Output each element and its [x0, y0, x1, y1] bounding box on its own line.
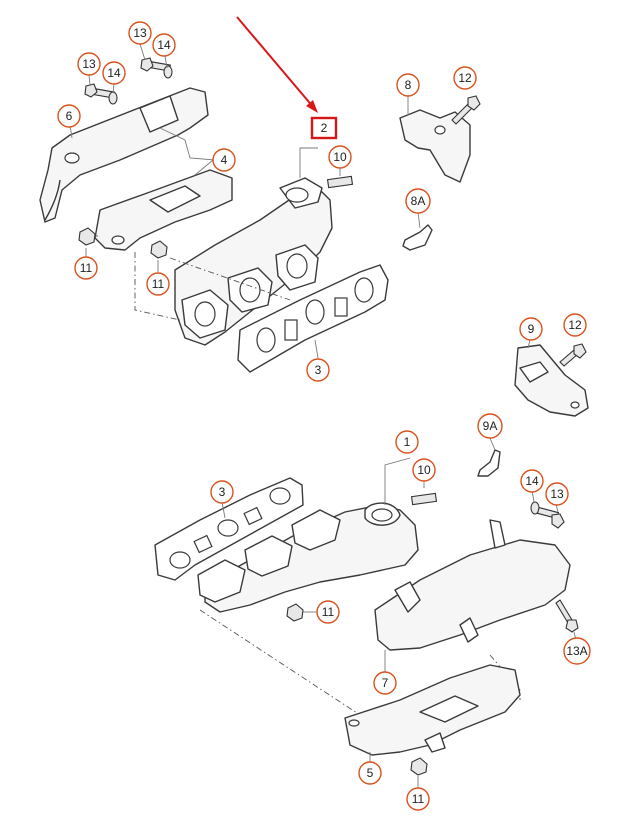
callout-9: 9	[519, 317, 543, 341]
callout-4: 4	[212, 148, 236, 172]
highlight-arrow	[236, 16, 318, 113]
exhaust-manifold-part-1	[197, 457, 419, 613]
callout-10-top: 10	[328, 145, 352, 169]
callout-13-top: 13	[128, 21, 152, 45]
svg-text:4: 4	[221, 153, 228, 167]
svg-text:11: 11	[412, 792, 425, 806]
svg-text:14: 14	[107, 66, 121, 80]
svg-text:3: 3	[315, 363, 322, 377]
washer-part-14-mid	[108, 83, 118, 105]
svg-text:13: 13	[82, 57, 96, 71]
callout-14-mid: 14	[102, 61, 126, 85]
svg-text:7: 7	[382, 676, 389, 690]
svg-text:5: 5	[367, 766, 374, 780]
svg-text:14: 14	[157, 38, 171, 52]
gasket-part-3-bottom	[154, 477, 304, 581]
callout-9A: 9A	[477, 413, 503, 439]
callout-8: 8	[396, 73, 420, 97]
heat-shield-part-5	[344, 664, 521, 762]
svg-text:1: 1	[404, 435, 411, 449]
callout-3-top: 3	[306, 358, 330, 382]
svg-text:10: 10	[333, 150, 347, 164]
svg-text:2: 2	[321, 121, 328, 135]
callout-14-top: 14	[152, 33, 176, 57]
callout-13A: 13A	[563, 637, 591, 665]
nut-part-11-b	[150, 240, 168, 272]
callout-5: 5	[358, 761, 382, 785]
callout-1: 1	[395, 430, 419, 454]
callout-11-d: 11	[406, 787, 430, 811]
callout-6: 6	[57, 104, 81, 128]
callout-12-mid: 12	[563, 313, 587, 337]
callout-7: 7	[373, 671, 397, 695]
stud-part-10-bottom	[410, 480, 438, 506]
callout-11-a: 11	[74, 256, 98, 280]
svg-text:13: 13	[550, 487, 564, 501]
svg-text:8: 8	[405, 78, 412, 92]
svg-text:12: 12	[568, 318, 582, 332]
svg-text:9: 9	[528, 322, 535, 336]
bolt-part-12-top	[451, 95, 481, 125]
svg-text:3: 3	[219, 485, 226, 499]
svg-text:8A: 8A	[411, 194, 426, 208]
nut-part-11-d	[410, 757, 428, 788]
bracket-part-8	[399, 95, 471, 183]
callout-13-mid: 13	[77, 52, 101, 76]
bolt-part-13-bottom	[536, 503, 565, 529]
svg-text:9A: 9A	[483, 419, 498, 433]
svg-text:13: 13	[133, 26, 147, 40]
callout-14-bottom: 14	[520, 469, 544, 493]
washer-part-14-top	[163, 55, 173, 79]
bolt-part-12-mid	[559, 343, 587, 367]
stud-part-10-top	[326, 168, 354, 189]
svg-text:14: 14	[525, 474, 539, 488]
svg-text:10: 10	[417, 463, 431, 477]
heat-shield-part-4	[94, 169, 233, 251]
callout-12-top: 12	[453, 66, 477, 90]
bracket-part-9A	[477, 437, 501, 477]
svg-text:11: 11	[152, 277, 165, 291]
heat-shield-part-6	[39, 87, 216, 223]
heat-shield-part-7	[374, 519, 571, 672]
nut-part-11-a	[78, 227, 96, 260]
exhaust-manifold-part-2	[174, 147, 333, 346]
svg-text:11: 11	[322, 605, 335, 619]
callout-11-c: 11	[316, 600, 340, 624]
svg-text:11: 11	[80, 261, 93, 275]
callout-8A: 8A	[405, 188, 431, 214]
callout-10-bottom: 10	[412, 458, 436, 482]
svg-text:12: 12	[458, 71, 472, 85]
callout-2-highlighted: 2	[310, 116, 338, 140]
callout-3-bottom: 3	[210, 480, 234, 504]
callout-13-bottom: 13	[545, 482, 569, 506]
nut-part-11-c	[286, 603, 318, 622]
bracket-part-8A	[402, 211, 433, 251]
bolt-part-13A	[555, 599, 579, 641]
svg-text:13A: 13A	[566, 644, 587, 658]
bracket-part-9	[514, 339, 589, 417]
gasket-part-3-top	[237, 264, 389, 373]
callout-11-b: 11	[146, 272, 170, 296]
svg-text:6: 6	[66, 109, 73, 123]
